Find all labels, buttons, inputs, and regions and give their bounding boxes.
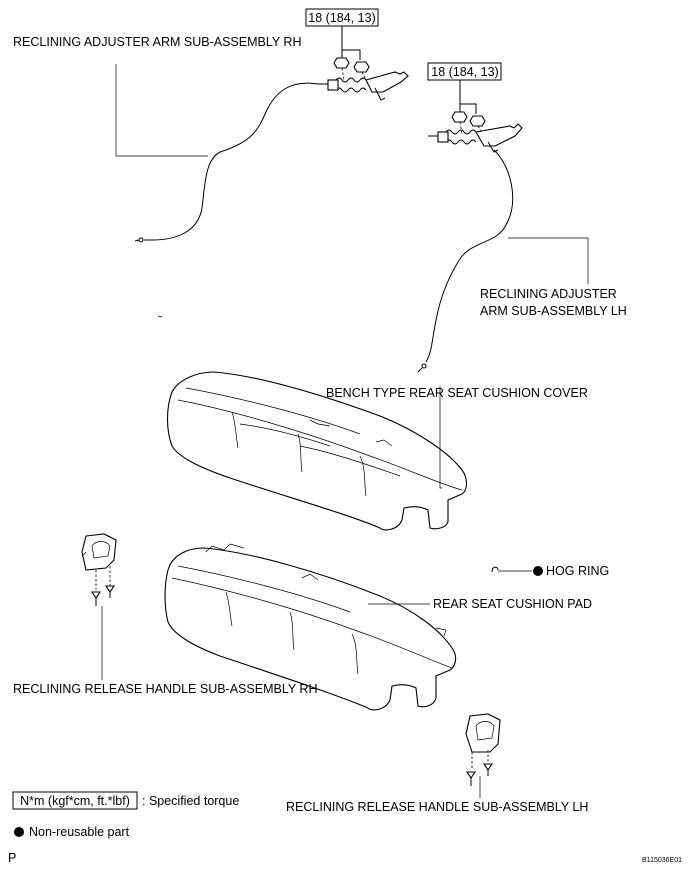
legend-torque-units: N*m (kgf*cm, ft.*lbf): [20, 794, 130, 808]
legend: N*m (kgf*cm, ft.*lbf) : Specified torque…: [12, 791, 239, 839]
label-arm-lh-line1: RECLINING ADJUSTER: [480, 287, 617, 301]
legend-torque-box: [12, 791, 138, 810]
nonreusable-mark-icon: [533, 566, 543, 576]
drawing-code: B115036E01: [642, 857, 682, 864]
label-cushion-cover: BENCH TYPE REAR SEAT CUSHION COVER: [326, 386, 588, 400]
nut-lh-1: [451, 111, 468, 123]
lever-lh: [475, 123, 523, 147]
screw-lh-1: [465, 771, 477, 779]
label-cushion-pad: REAR SEAT CUSHION PAD: [433, 597, 592, 611]
spring-lh: [445, 129, 477, 135]
reclining-adjuster-arm-lh: 18 (184, 13) RECLINING ADJUSTER ARM SUB-…: [417, 62, 627, 373]
lever-rh: [365, 71, 409, 93]
label-handle-lh: RECLINING RELEASE HANDLE SUB-ASSEMBLY LH: [286, 800, 588, 814]
nut-rh-1: [333, 57, 350, 69]
reclining-release-handle-lh: RECLINING RELEASE HANDLE SUB-ASSEMBLY LH: [286, 713, 588, 814]
label-hog-ring: HOG RING: [546, 564, 609, 578]
cable-lh: [425, 149, 514, 363]
label-arm-lh-line2: ARM SUB-ASSEMBLY LH: [480, 304, 627, 318]
label-handle-rh: RECLINING RELEASE HANDLE SUB-ASSEMBLY RH: [13, 682, 318, 696]
spring-rh: [335, 77, 367, 83]
torque-box-lh: [427, 62, 502, 81]
screw-rh-1: [90, 591, 102, 599]
torque-value-lh: 18 (184, 13): [431, 65, 498, 79]
legend-torque-desc: : Specified torque: [142, 794, 239, 808]
hog-ring-callout: HOG RING: [491, 564, 609, 578]
reclining-release-handle-rh: RECLINING RELEASE HANDLE SUB-ASSEMBLY RH: [13, 533, 318, 696]
legend-nonreusable: Non-reusable part: [29, 825, 130, 839]
screw-lh-2: [482, 763, 494, 771]
cable-rh: [151, 82, 319, 241]
rear-seat-cushion-cover: BENCH TYPE REAR SEAT CUSHION COVER: [166, 371, 588, 531]
screw-rh-2: [104, 585, 116, 593]
torque-value-rh: 18 (184, 13): [308, 11, 375, 25]
label-arm-rh: RECLINING ADJUSTER ARM SUB-ASSEMBLY RH: [13, 35, 302, 49]
nut-lh-2: [469, 115, 486, 127]
rear-seat-cushion-pad: REAR SEAT CUSHION PAD: [164, 543, 592, 711]
hog-ring-icon: [491, 566, 499, 573]
nut-rh-2: [353, 61, 370, 73]
legend-nonreusable-icon: [14, 827, 24, 837]
page-letter: P: [8, 851, 16, 865]
reclining-adjuster-arm-rh: 18 (184, 13) RECLINING ADJUSTER ARM SUB-…: [13, 8, 409, 243]
